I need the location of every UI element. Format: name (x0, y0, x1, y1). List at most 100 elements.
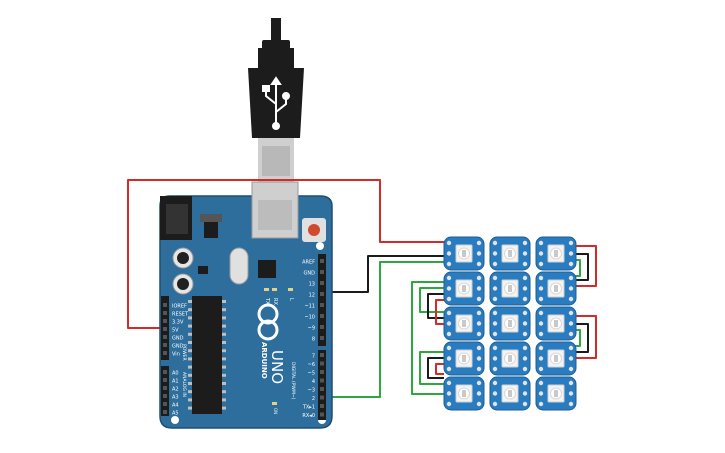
l-label: L (288, 298, 294, 301)
header-pin[interactable] (320, 370, 324, 374)
arduino-board[interactable]: TX RX L ARDUINO UNO ON IOREFRESET3.3V5VG… (159, 181, 333, 429)
wire-matrix-data-left-1[interactable] (419, 287, 444, 313)
neopixel-13[interactable] (443, 376, 485, 411)
neopixel-pad (476, 261, 482, 267)
header-pin[interactable] (320, 281, 324, 285)
wire-matrix-data-left-outer[interactable] (411, 281, 444, 395)
header-pin[interactable] (320, 412, 324, 417)
neopixel-15[interactable] (535, 376, 577, 411)
header-pin[interactable] (163, 394, 167, 398)
reset-button-cap[interactable] (308, 224, 320, 236)
chip-pin (222, 308, 226, 312)
neopixel-pad (446, 275, 452, 281)
neopixel-11[interactable] (489, 341, 531, 376)
wire-matrix-gnd-left-2[interactable] (427, 357, 444, 379)
neopixel-led-die (508, 320, 512, 327)
neopixel-8[interactable] (489, 306, 531, 341)
neopixel-2[interactable] (489, 236, 531, 271)
header-pin[interactable] (320, 325, 324, 329)
header-pin[interactable] (163, 370, 167, 374)
header-pin[interactable] (163, 351, 167, 355)
neopixel-4[interactable] (443, 271, 485, 306)
neopixel-pad (522, 391, 528, 396)
header-pin[interactable] (163, 343, 167, 347)
analog-header[interactable] (161, 366, 169, 416)
header-pin[interactable] (163, 402, 167, 406)
rx-led (272, 288, 277, 291)
chip-pin (222, 398, 226, 402)
neopixel-7[interactable] (443, 306, 485, 341)
header-pin[interactable] (163, 386, 167, 390)
wire-matrix-power-right-2[interactable] (560, 315, 597, 359)
digital-header-title: DIGITAL (PWM~) (290, 362, 296, 400)
neopixel-6[interactable] (535, 271, 577, 306)
neopixel-12[interactable] (535, 341, 577, 376)
neopixel-pad (446, 261, 452, 267)
neopixel-pad (446, 251, 452, 256)
neopixel-pad (522, 275, 528, 281)
pin-label: 13 (309, 282, 315, 288)
wire-gnd[interactable] (322, 255, 444, 293)
neopixel-matrix[interactable] (443, 236, 577, 411)
header-pin[interactable] (320, 270, 324, 274)
pin-label: ~5 (308, 371, 315, 377)
neopixel-led-die (508, 285, 512, 292)
header-pin[interactable] (320, 361, 324, 366)
usb-chip (258, 260, 276, 278)
header-pin[interactable] (320, 259, 324, 263)
wire-5v[interactable] (127, 179, 444, 329)
pin-label: ~6 (308, 362, 315, 368)
header-pin[interactable] (320, 292, 324, 296)
header-pin[interactable] (320, 404, 324, 408)
neopixel-pad (492, 275, 498, 281)
usb-cable[interactable] (248, 18, 304, 182)
rx-label: RX (272, 298, 278, 305)
neopixel-led-die (508, 355, 512, 362)
wire-matrix-power-left-1[interactable] (435, 299, 444, 325)
capacitor-2-top (177, 278, 189, 290)
neopixel-pad (446, 296, 452, 302)
neopixel-9[interactable] (535, 306, 577, 341)
pin-label: A0 (172, 371, 179, 377)
header-pin[interactable] (320, 387, 324, 391)
header-pin[interactable] (163, 319, 167, 323)
header-pin[interactable] (163, 311, 167, 315)
neopixel-pad (492, 345, 498, 351)
chip-pin (222, 300, 226, 303)
header-pin[interactable] (163, 378, 167, 382)
header-pin[interactable] (320, 395, 324, 400)
wire-matrix-power-right-1[interactable] (560, 245, 597, 287)
header-pin[interactable] (163, 327, 167, 331)
usb-symbol-icon (262, 76, 290, 130)
header-pin[interactable] (320, 353, 324, 357)
chip-pin (222, 406, 226, 410)
header-pin[interactable] (163, 335, 167, 339)
header-pin[interactable] (163, 410, 167, 414)
digital-header-bottom[interactable] (318, 350, 326, 420)
header-pin[interactable] (163, 303, 167, 307)
chip-pin (188, 382, 192, 385)
wire-data[interactable] (322, 261, 444, 398)
neopixel-3[interactable] (535, 236, 577, 271)
neopixel-pad (476, 240, 482, 246)
neopixel-1[interactable] (443, 236, 485, 271)
neopixel-5[interactable] (489, 271, 531, 306)
wire-matrix-data-left-2[interactable] (419, 351, 444, 385)
header-pin[interactable] (320, 336, 324, 340)
neopixel-pad (522, 366, 528, 372)
neopixel-10[interactable] (443, 341, 485, 376)
wire-matrix-power-left-2[interactable] (435, 363, 444, 375)
pin-label: TX▸1 (302, 405, 315, 411)
chip-pin (188, 316, 192, 320)
header-pin[interactable] (320, 303, 324, 307)
neopixel-14[interactable] (489, 376, 531, 411)
neopixel-pad (538, 286, 544, 291)
header-pin[interactable] (320, 314, 324, 318)
power-jack-inner (166, 204, 188, 234)
header-pin[interactable] (320, 378, 324, 383)
neopixel-pad (446, 391, 452, 396)
digital-header-top[interactable] (318, 254, 326, 346)
tx-label: TX (264, 297, 270, 305)
